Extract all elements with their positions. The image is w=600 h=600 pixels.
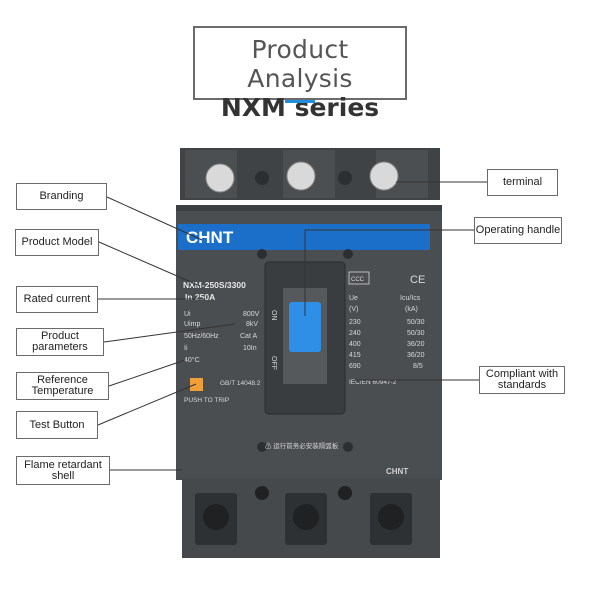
param-ui: Ui	[184, 311, 191, 318]
terminal-screw-1	[205, 163, 235, 193]
test-button	[190, 378, 203, 391]
param-cat: Cat A	[240, 333, 257, 340]
svg-text:(V): (V)	[349, 306, 358, 313]
brand-text: CHNT	[186, 228, 234, 247]
svg-text:50/30: 50/30	[407, 330, 425, 337]
brand-bar	[178, 224, 430, 250]
title-box: Product Analysis NXM series	[193, 26, 407, 122]
label-product-parameters: Product parameters	[16, 328, 104, 356]
param-uimp-val: 8kV	[246, 321, 258, 328]
leader-lines	[97, 181, 487, 471]
terminal-screw-3	[286, 161, 316, 191]
gb-text: GB/T 14048.2	[220, 380, 261, 387]
param-ii-val: 10In	[243, 345, 257, 352]
terminal-screw-5	[369, 161, 399, 191]
param-ui-val: 800V	[243, 311, 260, 318]
warning-text: ⚠ 运行前务必安装隔弧板	[265, 441, 339, 450]
reference-temp-text: 40°C	[184, 356, 200, 364]
rated-text: In 250A	[185, 292, 215, 302]
title-line1: Product Analysis	[247, 35, 353, 93]
handle-off-label: OFF	[270, 356, 277, 370]
label-product-model: Product Model	[15, 229, 99, 256]
label-flame-retardant-shell: Flame retardant shell	[16, 456, 110, 485]
label-reference-temperature: Reference Temperature	[16, 372, 109, 400]
label-branding: Branding	[16, 183, 107, 210]
label-rated-current: Rated current	[16, 286, 98, 313]
operating-handle	[289, 302, 321, 352]
push-to-trip-text: PUSH TO TRIP	[184, 397, 229, 404]
svg-text:(kA): (kA)	[405, 306, 418, 313]
svg-text:Ue: Ue	[349, 295, 358, 302]
svg-text:415: 415	[349, 352, 361, 359]
label-compliant-with-standards: Compliant with standards	[479, 366, 565, 394]
title-accent-bar	[285, 100, 315, 103]
title-line2: NXM series	[220, 93, 380, 122]
svg-text:50/30: 50/30	[407, 319, 425, 326]
svg-text:230: 230	[349, 319, 361, 326]
svg-text:CHNT: CHNT	[386, 467, 408, 476]
svg-text:690: 690	[349, 363, 361, 370]
param-ii: Ii	[184, 345, 188, 352]
ccc-mark: CCC	[351, 277, 365, 283]
param-freq: 50Hz/60Hz	[184, 333, 219, 340]
label-terminal: terminal	[487, 169, 558, 196]
svg-text:Icu/Ics: Icu/Ics	[400, 295, 421, 302]
svg-text:36/20: 36/20	[407, 352, 425, 359]
standard-text: IEC/EN 60947-2	[349, 379, 397, 386]
label-operating-handle: Operating handle	[474, 217, 562, 244]
ce-mark: CE	[410, 274, 425, 286]
svg-text:240: 240	[349, 330, 361, 337]
svg-text:400: 400	[349, 341, 361, 348]
param-uimp: Uimp	[184, 321, 200, 328]
model-text: NXM-250S/3300	[183, 280, 246, 290]
handle-on-label: ON	[270, 310, 277, 321]
svg-text:36/20: 36/20	[407, 341, 425, 348]
svg-text:8/5: 8/5	[413, 363, 423, 370]
label-test-button: Test Button	[16, 411, 98, 439]
